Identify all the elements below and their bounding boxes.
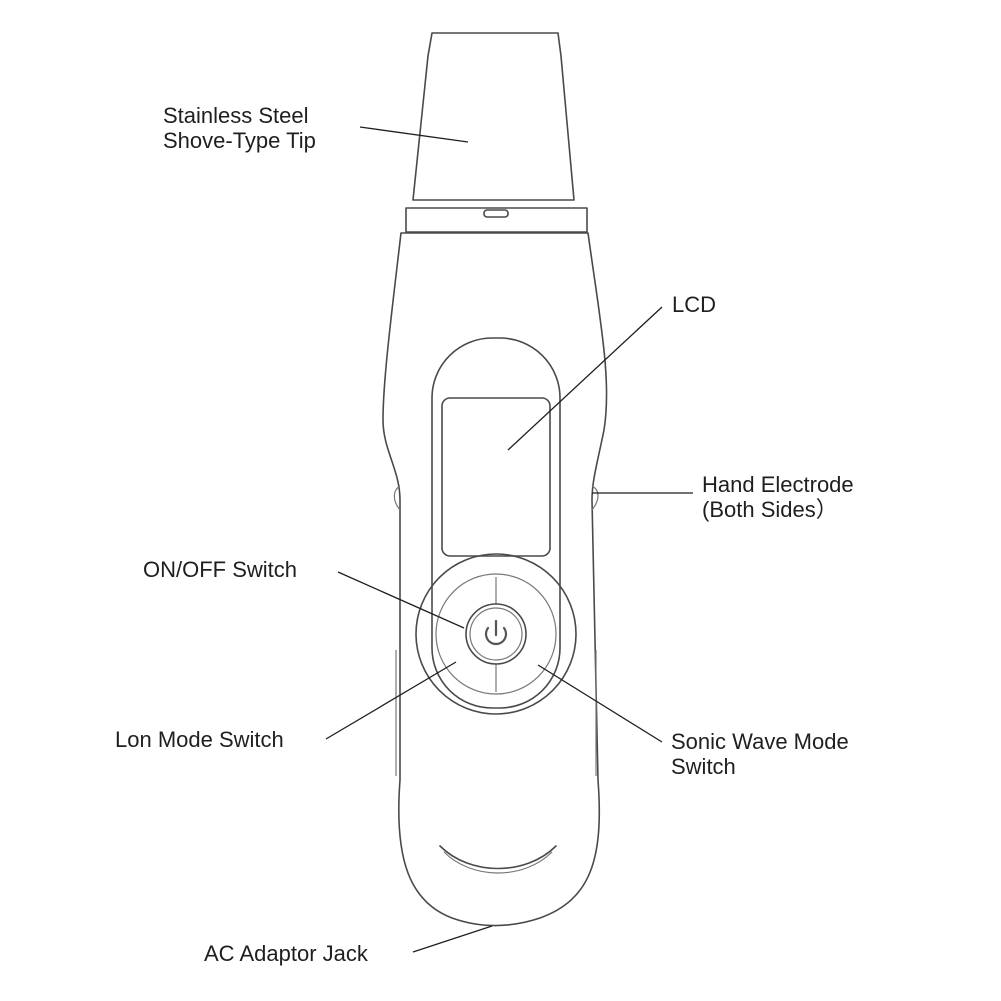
power-button (465, 603, 527, 665)
leader-onoff (337, 571, 465, 629)
leader-ion (325, 661, 457, 740)
label-ac-jack: AC Adaptor Jack (204, 941, 368, 966)
label-electrode: Hand Electrode (Both Sides） (702, 472, 854, 522)
control-panel (431, 337, 561, 709)
steel-tip (412, 32, 575, 201)
tip-collar (405, 207, 588, 233)
button-ring-outer (415, 553, 577, 715)
device-body (382, 232, 608, 927)
electrode-left (393, 485, 401, 511)
leader-tip (359, 126, 469, 143)
label-tip: Stainless Steel Shove-Type Tip (163, 103, 316, 153)
grip-arc-inner (443, 851, 553, 874)
label-sonic-mode: Sonic Wave Mode Switch (671, 729, 849, 779)
leader-jack (412, 925, 493, 953)
electrode-right (591, 485, 599, 511)
leader-lcd (507, 306, 663, 451)
label-ion-mode: Lon Mode Switch (115, 727, 284, 752)
button-ring-inner (435, 573, 557, 695)
leader-sonic (537, 664, 663, 743)
lcd-screen (441, 397, 551, 557)
collar-slot (483, 209, 509, 218)
label-onoff: ON/OFF Switch (143, 557, 298, 582)
grip-arc (439, 845, 557, 870)
label-lcd: LCD (672, 292, 717, 317)
power-icon (484, 619, 508, 646)
